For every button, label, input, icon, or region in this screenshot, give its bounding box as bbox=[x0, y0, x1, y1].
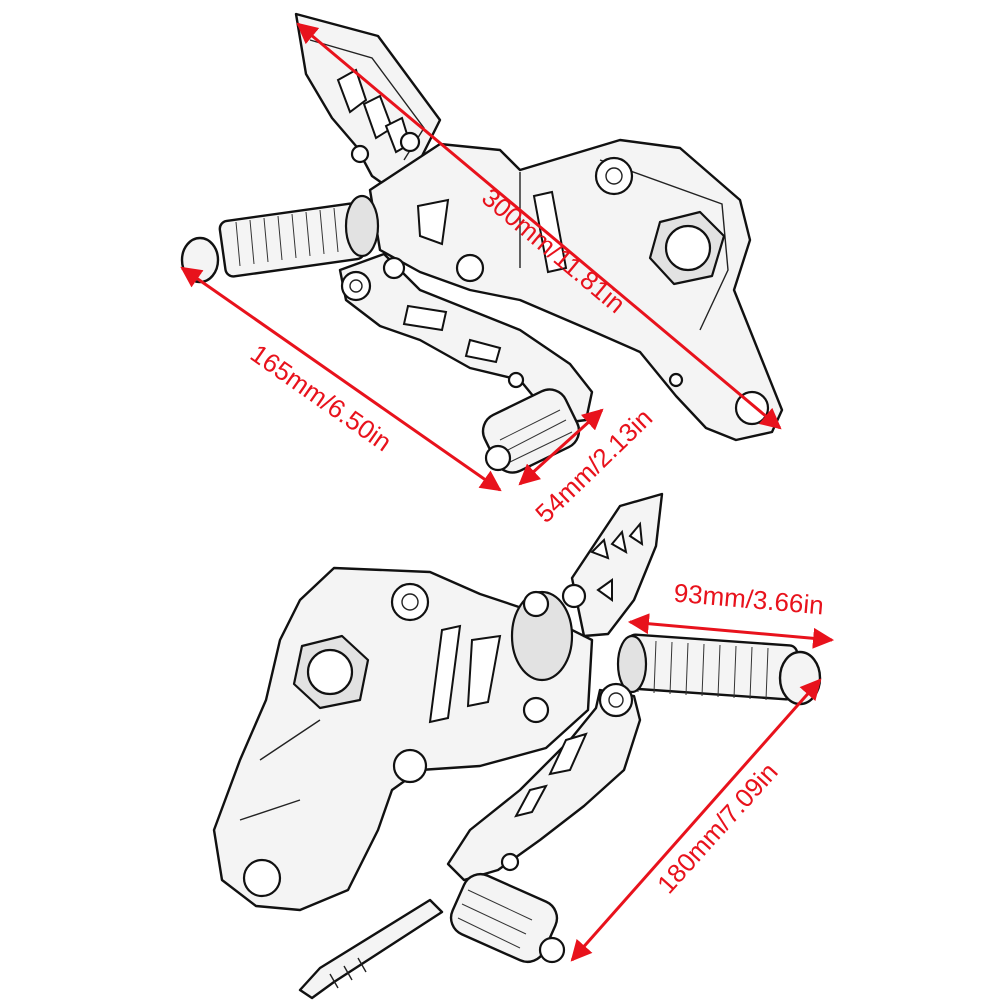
bottom-shift-pad bbox=[449, 872, 566, 964]
dimension-line-peg-to-lever bbox=[180, 266, 502, 492]
dimension-line-overall-length bbox=[296, 22, 782, 430]
bottom-footpeg bbox=[616, 633, 822, 706]
bottom-pivot bbox=[510, 583, 587, 682]
dimension-label-peg-to-lever: 165mm/6.50in bbox=[245, 338, 397, 457]
dimension-label-peg-length: 93mm/3.66in bbox=[673, 578, 825, 621]
bottom-rearset-assembly bbox=[212, 492, 822, 1000]
bottom-linkage-rod bbox=[298, 898, 444, 1000]
dimension-line-peg-length bbox=[627, 613, 835, 649]
dimension-line-lever-length bbox=[570, 678, 822, 962]
top-rearset-assembly bbox=[180, 12, 784, 474]
dimension-line-shift-pad bbox=[518, 408, 604, 486]
bottom-heel-guard bbox=[570, 492, 664, 638]
dimension-label-lever-length: 180mm/7.09in bbox=[651, 757, 784, 900]
bottom-main-bracket bbox=[212, 566, 594, 912]
